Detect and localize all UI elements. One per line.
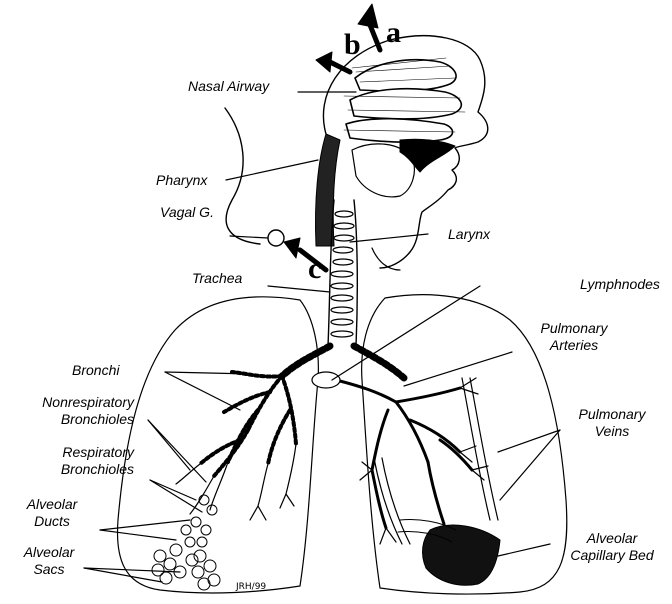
pulmonary-artery-tree xyxy=(336,380,472,528)
hilar-lymphnode xyxy=(312,372,340,388)
label-pulmonary-arteries-line2: Arteries xyxy=(526,337,622,354)
label-capillary-line2: Capillary Bed xyxy=(556,547,668,564)
label-respiratory-line2: Bronchioles xyxy=(14,461,134,478)
label-alveolar-ducts-line2: Ducts xyxy=(12,513,92,530)
nasal-turbinate-2 xyxy=(350,89,461,119)
label-alveolar-capillary-bed: Alveolar Capillary Bed xyxy=(556,530,668,564)
label-alveolar-sacs-line2: Sacs xyxy=(10,561,88,578)
label-nonrespiratory-line1: Nonrespiratory xyxy=(6,394,134,411)
label-nasal-airway: Nasal Airway xyxy=(188,78,269,95)
arrow-label-c: c xyxy=(308,254,321,284)
label-bronchi: Bronchi xyxy=(72,362,119,379)
artist-signature: JRH/99 xyxy=(236,582,266,592)
main-bronchus-left xyxy=(282,346,330,376)
left-lung-outline xyxy=(117,297,318,593)
trachea-right xyxy=(354,200,357,346)
vagal-ganglion xyxy=(268,230,284,246)
label-alveolar-sacs-line1: Alveolar xyxy=(10,544,88,561)
label-capillary-line1: Alveolar xyxy=(556,530,668,547)
tongue xyxy=(352,144,414,197)
trachea-rings xyxy=(331,211,354,337)
capillary-bed xyxy=(423,525,500,585)
pulmonary-veins xyxy=(374,378,498,544)
arrow-label-b: b xyxy=(344,30,361,60)
label-nonrespiratory-bronchioles: Nonrespiratory Bronchioles xyxy=(6,394,134,428)
label-pulmonary-veins: Pulmonary Veins xyxy=(562,406,662,440)
neck-front-line xyxy=(372,248,400,270)
left-bronchioles xyxy=(176,444,296,520)
nasal-turbinate-1 xyxy=(355,60,456,91)
label-vagal-g: Vagal G. xyxy=(160,204,214,221)
label-alveolar-sacs: Alveolar Sacs xyxy=(10,544,88,578)
label-pulmonary-veins-line2: Veins xyxy=(562,423,662,440)
pharynx-tube xyxy=(315,134,340,246)
label-pharynx: Pharynx xyxy=(156,172,207,189)
label-pulmonary-veins-line1: Pulmonary xyxy=(562,406,662,423)
palate xyxy=(400,139,455,172)
label-nonrespiratory-line2: Bronchioles xyxy=(6,411,134,428)
arrow-label-a: a xyxy=(386,18,401,48)
label-pulmonary-arteries: Pulmonary Arteries xyxy=(526,320,622,354)
label-larynx: Larynx xyxy=(448,226,490,243)
label-alveolar-ducts-line1: Alveolar xyxy=(12,496,92,513)
pulmonary-artery-branches xyxy=(360,378,488,544)
left-bronchial-tree xyxy=(200,372,296,476)
label-alveolar-ducts: Alveolar Ducts xyxy=(12,496,92,530)
label-respiratory-bronchioles: Respiratory Bronchioles xyxy=(14,444,134,478)
label-trachea: Trachea xyxy=(192,270,242,287)
label-respiratory-line1: Respiratory xyxy=(14,444,134,461)
label-lymphnodes: Lymphnodes xyxy=(580,276,660,293)
label-pulmonary-arteries-line1: Pulmonary xyxy=(526,320,622,337)
